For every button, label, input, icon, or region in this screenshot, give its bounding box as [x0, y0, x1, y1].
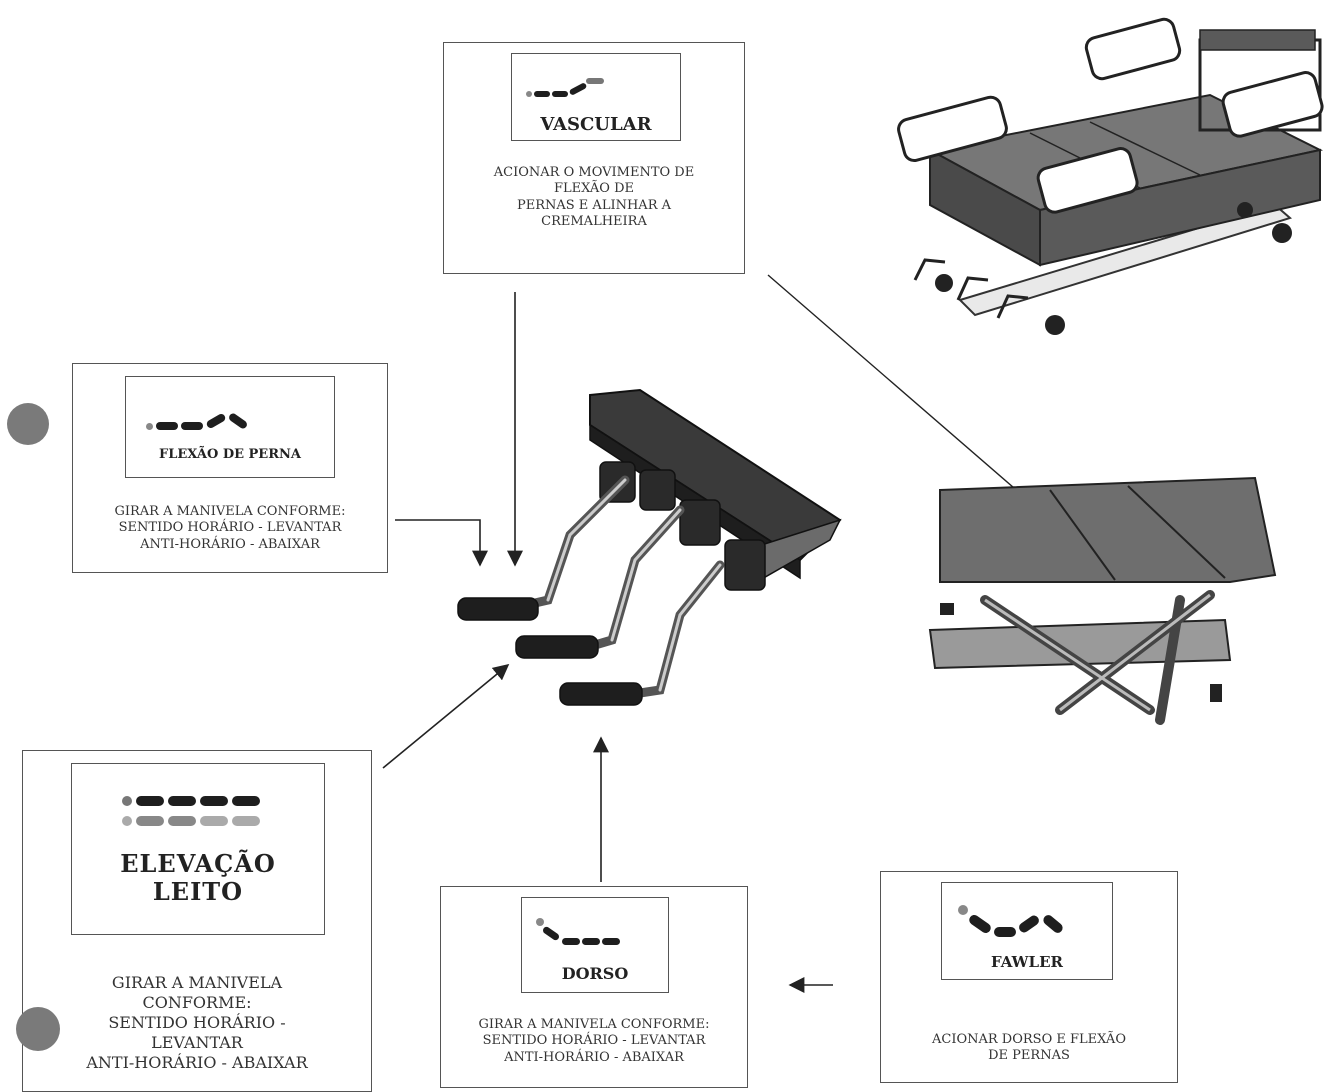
flexao-title: FLEXÃO DE PERNA [158, 447, 301, 462]
indicator-dot [7, 403, 49, 445]
dorso-icon-box: DORSO [521, 897, 669, 993]
fawler-description: ACIONAR DORSO E FLEXÃO DE PERNAS [932, 1032, 1126, 1064]
vascular-description: ACIONAR O MOVIMENTO DE FLEXÃO DE PERNAS … [493, 165, 695, 229]
fawler-title: FAWLER [991, 953, 1063, 971]
flexao-description: GIRAR A MANIVELA CONFORME: SENTIDO HORÁR… [114, 504, 346, 552]
elevacao-leito-panel: ELEVAÇÃO LEITO GIRAR A MANIVELA CONFORME… [22, 750, 372, 1092]
vascular-panel: VASCULAR ACIONAR O MOVIMENTO DE FLEXÃO D… [443, 42, 745, 274]
dorso-title: DORSO [561, 964, 629, 983]
indicator-dot [16, 1007, 60, 1051]
fawler-icon-box: FAWLER [941, 882, 1113, 980]
fawler-panel: FAWLER ACIONAR DORSO E FLEXÃO DE PERNAS [880, 871, 1178, 1083]
elevacao-icon-box: ELEVAÇÃO LEITO [71, 763, 325, 935]
vascular-icon-box: VASCULAR [511, 53, 681, 141]
dorso-description: GIRAR A MANIVELA CONFORME: SENTIDO HORÁR… [478, 1017, 710, 1065]
flexao-perna-panel: FLEXÃO DE PERNA GIRAR A MANIVELA CONFORM… [72, 363, 388, 573]
flexao-icon-box: FLEXÃO DE PERNA [125, 376, 335, 478]
dorso-panel: DORSO GIRAR A MANIVELA CONFORME: SENTIDO… [440, 886, 748, 1088]
elevacao-title: ELEVAÇÃO LEITO [120, 849, 276, 906]
vascular-title: VASCULAR [540, 114, 652, 135]
elevacao-description: GIRAR A MANIVELA CONFORME: SENTIDO HORÁR… [86, 973, 308, 1072]
